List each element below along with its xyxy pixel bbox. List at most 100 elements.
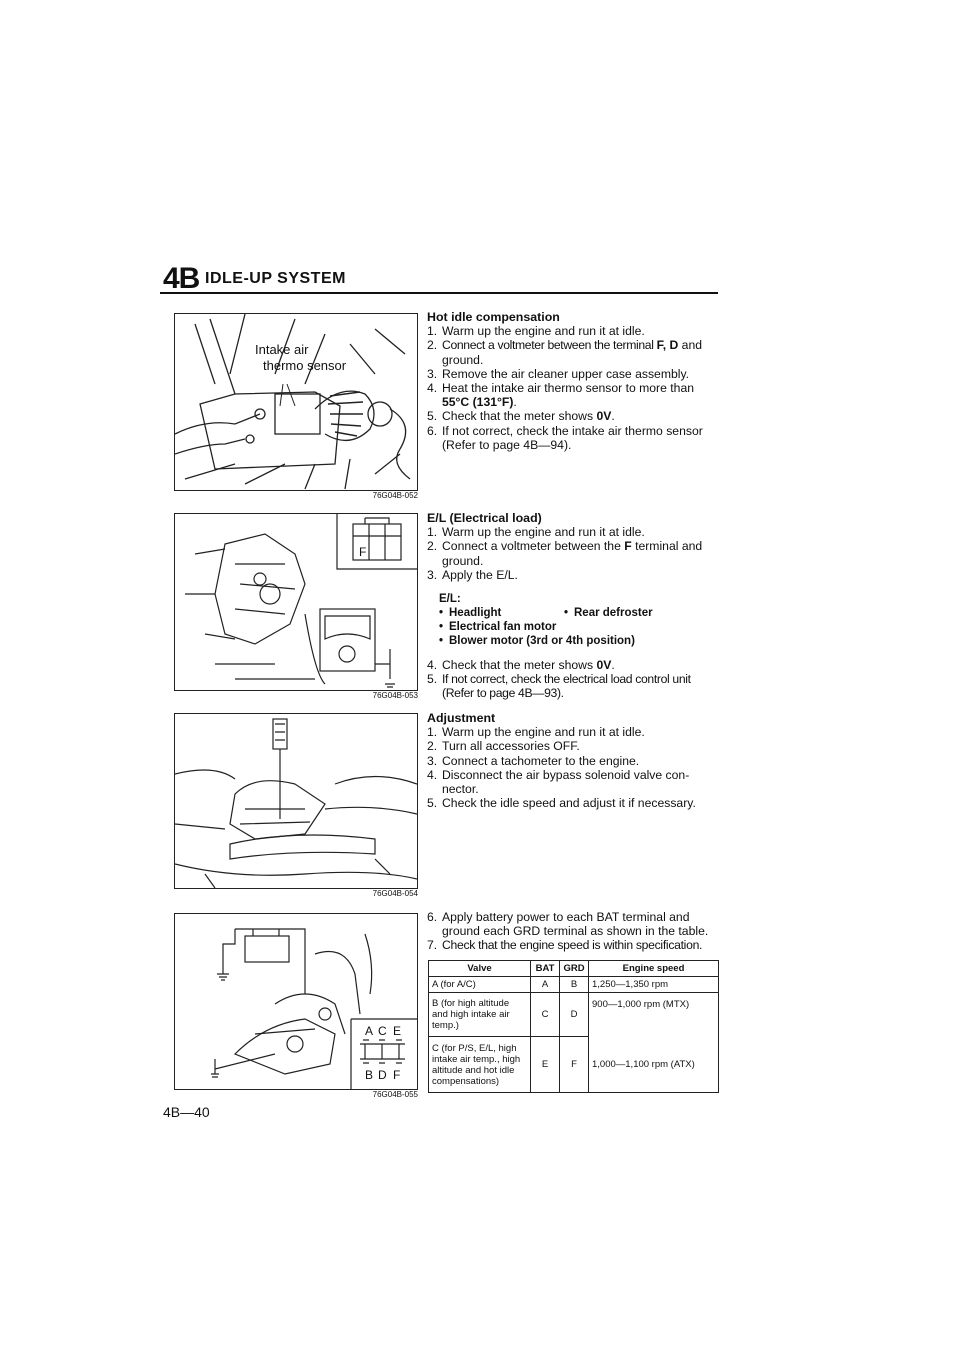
table-cell: A (for A/C) bbox=[428, 976, 531, 993]
thermo-sensor-illustration: Intake air thermo sensor bbox=[175, 314, 411, 490]
step-text: . bbox=[611, 409, 615, 424]
adjustment-illustration bbox=[175, 718, 417, 888]
section-heading: Hot idle compensation bbox=[427, 310, 560, 324]
step: 6. Apply battery power to each BAT termin… bbox=[427, 910, 719, 938]
step-text: Turn all accessories OFF. bbox=[442, 739, 580, 754]
step-text: terminal and ground. bbox=[442, 539, 703, 568]
table-header: BAT bbox=[530, 960, 560, 977]
step-text: Connect a voltmeter between the terminal bbox=[442, 338, 657, 353]
step: 4. Check that the meter shows 0V. bbox=[427, 658, 719, 672]
step-number: 4. bbox=[427, 658, 438, 673]
table-cell: B (for high altitude and high intake air… bbox=[428, 992, 531, 1037]
step-number: 7. bbox=[427, 938, 438, 953]
table-header: Valve bbox=[428, 960, 531, 977]
step: 6. If not correct, check the intake air t… bbox=[427, 424, 719, 452]
step-text: . bbox=[513, 395, 517, 410]
step-text: Apply battery power to each BAT terminal… bbox=[442, 910, 709, 939]
step: 4.Heat the intake air thermo sensor to m… bbox=[427, 381, 719, 409]
step: 7.Check that the engine speed is within … bbox=[427, 938, 719, 952]
step: 5. Check that the meter shows 0V. bbox=[427, 409, 719, 423]
figure-caption: 76G04B-053 bbox=[372, 691, 418, 700]
section-hot-idle: Hot idle compensation 1. Warm up the engi… bbox=[427, 310, 719, 452]
header-rule bbox=[160, 292, 718, 294]
step-text: and ground. bbox=[442, 338, 703, 367]
terminal-label-f: F bbox=[393, 1068, 400, 1082]
step: 2. Connect a voltmeter between the F term… bbox=[427, 539, 719, 567]
table-cell: F bbox=[559, 1036, 589, 1093]
step-text: Apply the E/L. bbox=[442, 567, 518, 582]
page-number: 4B—40 bbox=[163, 1104, 210, 1120]
step-number: 5. bbox=[427, 409, 438, 424]
step-emphasis: F bbox=[624, 539, 632, 554]
step-text: Check that the meter shows bbox=[442, 658, 597, 673]
step: 3. Apply the E/L. bbox=[427, 568, 719, 582]
el-item: Headlight bbox=[439, 606, 564, 620]
figure-label-f: F bbox=[359, 545, 366, 559]
step: 2. Turn all accessories OFF. bbox=[427, 739, 719, 753]
step-number: 1. bbox=[427, 525, 438, 540]
step: 4.Disconnect the air bypass solenoid val… bbox=[427, 768, 719, 796]
step: 3. Remove the air cleaner upper case asse… bbox=[427, 367, 719, 381]
step-text: Check the idle speed and adjust it if ne… bbox=[442, 796, 696, 811]
step: 1. Warm up the engine and run it at idle. bbox=[427, 725, 719, 739]
el-item: Rear defroster bbox=[564, 606, 653, 620]
step-text: . bbox=[611, 658, 615, 673]
el-label: E/L: bbox=[439, 593, 461, 606]
el-item: Blower motor (3rd or 4th position) bbox=[439, 634, 719, 648]
terminal-label-a: A bbox=[365, 1024, 373, 1038]
table-cell: A bbox=[530, 976, 560, 993]
table-row: A (for A/C) A B 1,250—1,350 rpm bbox=[428, 976, 719, 993]
step-number: 2. bbox=[427, 539, 438, 554]
step-text: Check that the meter shows bbox=[442, 409, 597, 424]
step-text: Warm up the engine and run it at idle. bbox=[442, 725, 645, 740]
figure-valve-wiring: A C E B D F bbox=[174, 913, 418, 1090]
step-text: Remove the air cleaner upper case assemb… bbox=[442, 366, 690, 381]
terminal-label-b: B bbox=[365, 1068, 373, 1082]
terminal-label-c: C bbox=[378, 1024, 387, 1038]
step-number: 6. bbox=[427, 423, 438, 438]
table-cell: C bbox=[530, 992, 560, 1037]
electrical-load-illustration: F bbox=[185, 514, 417, 688]
section-heading: E/L (Electrical load) bbox=[427, 511, 542, 525]
figure-label-intake-air: Intake air bbox=[255, 342, 309, 357]
table-cell: E bbox=[530, 1036, 560, 1093]
terminal-label-e: E bbox=[393, 1024, 401, 1038]
step-emphasis: 55°C (131°F) bbox=[442, 395, 514, 410]
step-text: If not correct, check the intake air the… bbox=[442, 423, 703, 452]
step-number: 1. bbox=[427, 324, 438, 339]
section-electrical-load: E/L (Electrical load) 1.Warm up the engi… bbox=[427, 511, 719, 701]
step-emphasis: 0V bbox=[596, 658, 612, 673]
step: 1.Warm up the engine and run it at idle. bbox=[427, 525, 719, 539]
step-number: 6. bbox=[427, 910, 438, 924]
step-number: 4. bbox=[427, 381, 438, 396]
step: 2.Connect a voltmeter between the termin… bbox=[427, 338, 719, 366]
step: 1. Warm up the engine and run it at idle. bbox=[427, 324, 719, 338]
table-row: B (for high altitude and high intake air… bbox=[428, 992, 719, 1037]
table-cell: 1,250—1,350 rpm bbox=[588, 976, 719, 993]
step-number: 2. bbox=[427, 739, 438, 754]
step-number: 3. bbox=[427, 366, 438, 381]
el-item: Electrical fan motor bbox=[439, 620, 719, 634]
page-title: IDLE-UP SYSTEM bbox=[205, 270, 346, 287]
figure-caption: 76G04B-052 bbox=[372, 491, 418, 500]
spec-table: Valve BAT GRD Engine speed A (for A/C) A… bbox=[428, 960, 719, 1093]
table-cell: C (for P/S, E/L, high intake air temp., … bbox=[428, 1036, 531, 1093]
figure-electrical-load: F bbox=[174, 513, 418, 691]
step-number: 4. bbox=[427, 767, 438, 782]
step: 5. If not correct, check the electrical l… bbox=[427, 672, 719, 700]
step-number: 1. bbox=[427, 725, 438, 740]
step-emphasis: 0V bbox=[596, 409, 612, 424]
table-cell: 900—1,000 rpm (MTX) bbox=[588, 992, 719, 1037]
table-cell: D bbox=[559, 992, 589, 1037]
step-text: If not correct, check the electrical loa… bbox=[442, 672, 691, 701]
table-header: GRD bbox=[559, 960, 589, 977]
step-number: 3. bbox=[427, 567, 438, 582]
table-row: C (for P/S, E/L, high intake air temp., … bbox=[428, 1036, 719, 1093]
step-text: Warm up the engine and run it at idle. bbox=[442, 324, 645, 339]
figure-label-thermo-sensor: thermo sensor bbox=[263, 358, 347, 373]
section-number: 4B bbox=[163, 262, 200, 295]
step-number: 5. bbox=[427, 672, 438, 687]
section-heading: Adjustment bbox=[427, 711, 496, 725]
step-text: Connect a voltmeter between the bbox=[442, 539, 625, 554]
table-header: Engine speed bbox=[588, 960, 719, 977]
